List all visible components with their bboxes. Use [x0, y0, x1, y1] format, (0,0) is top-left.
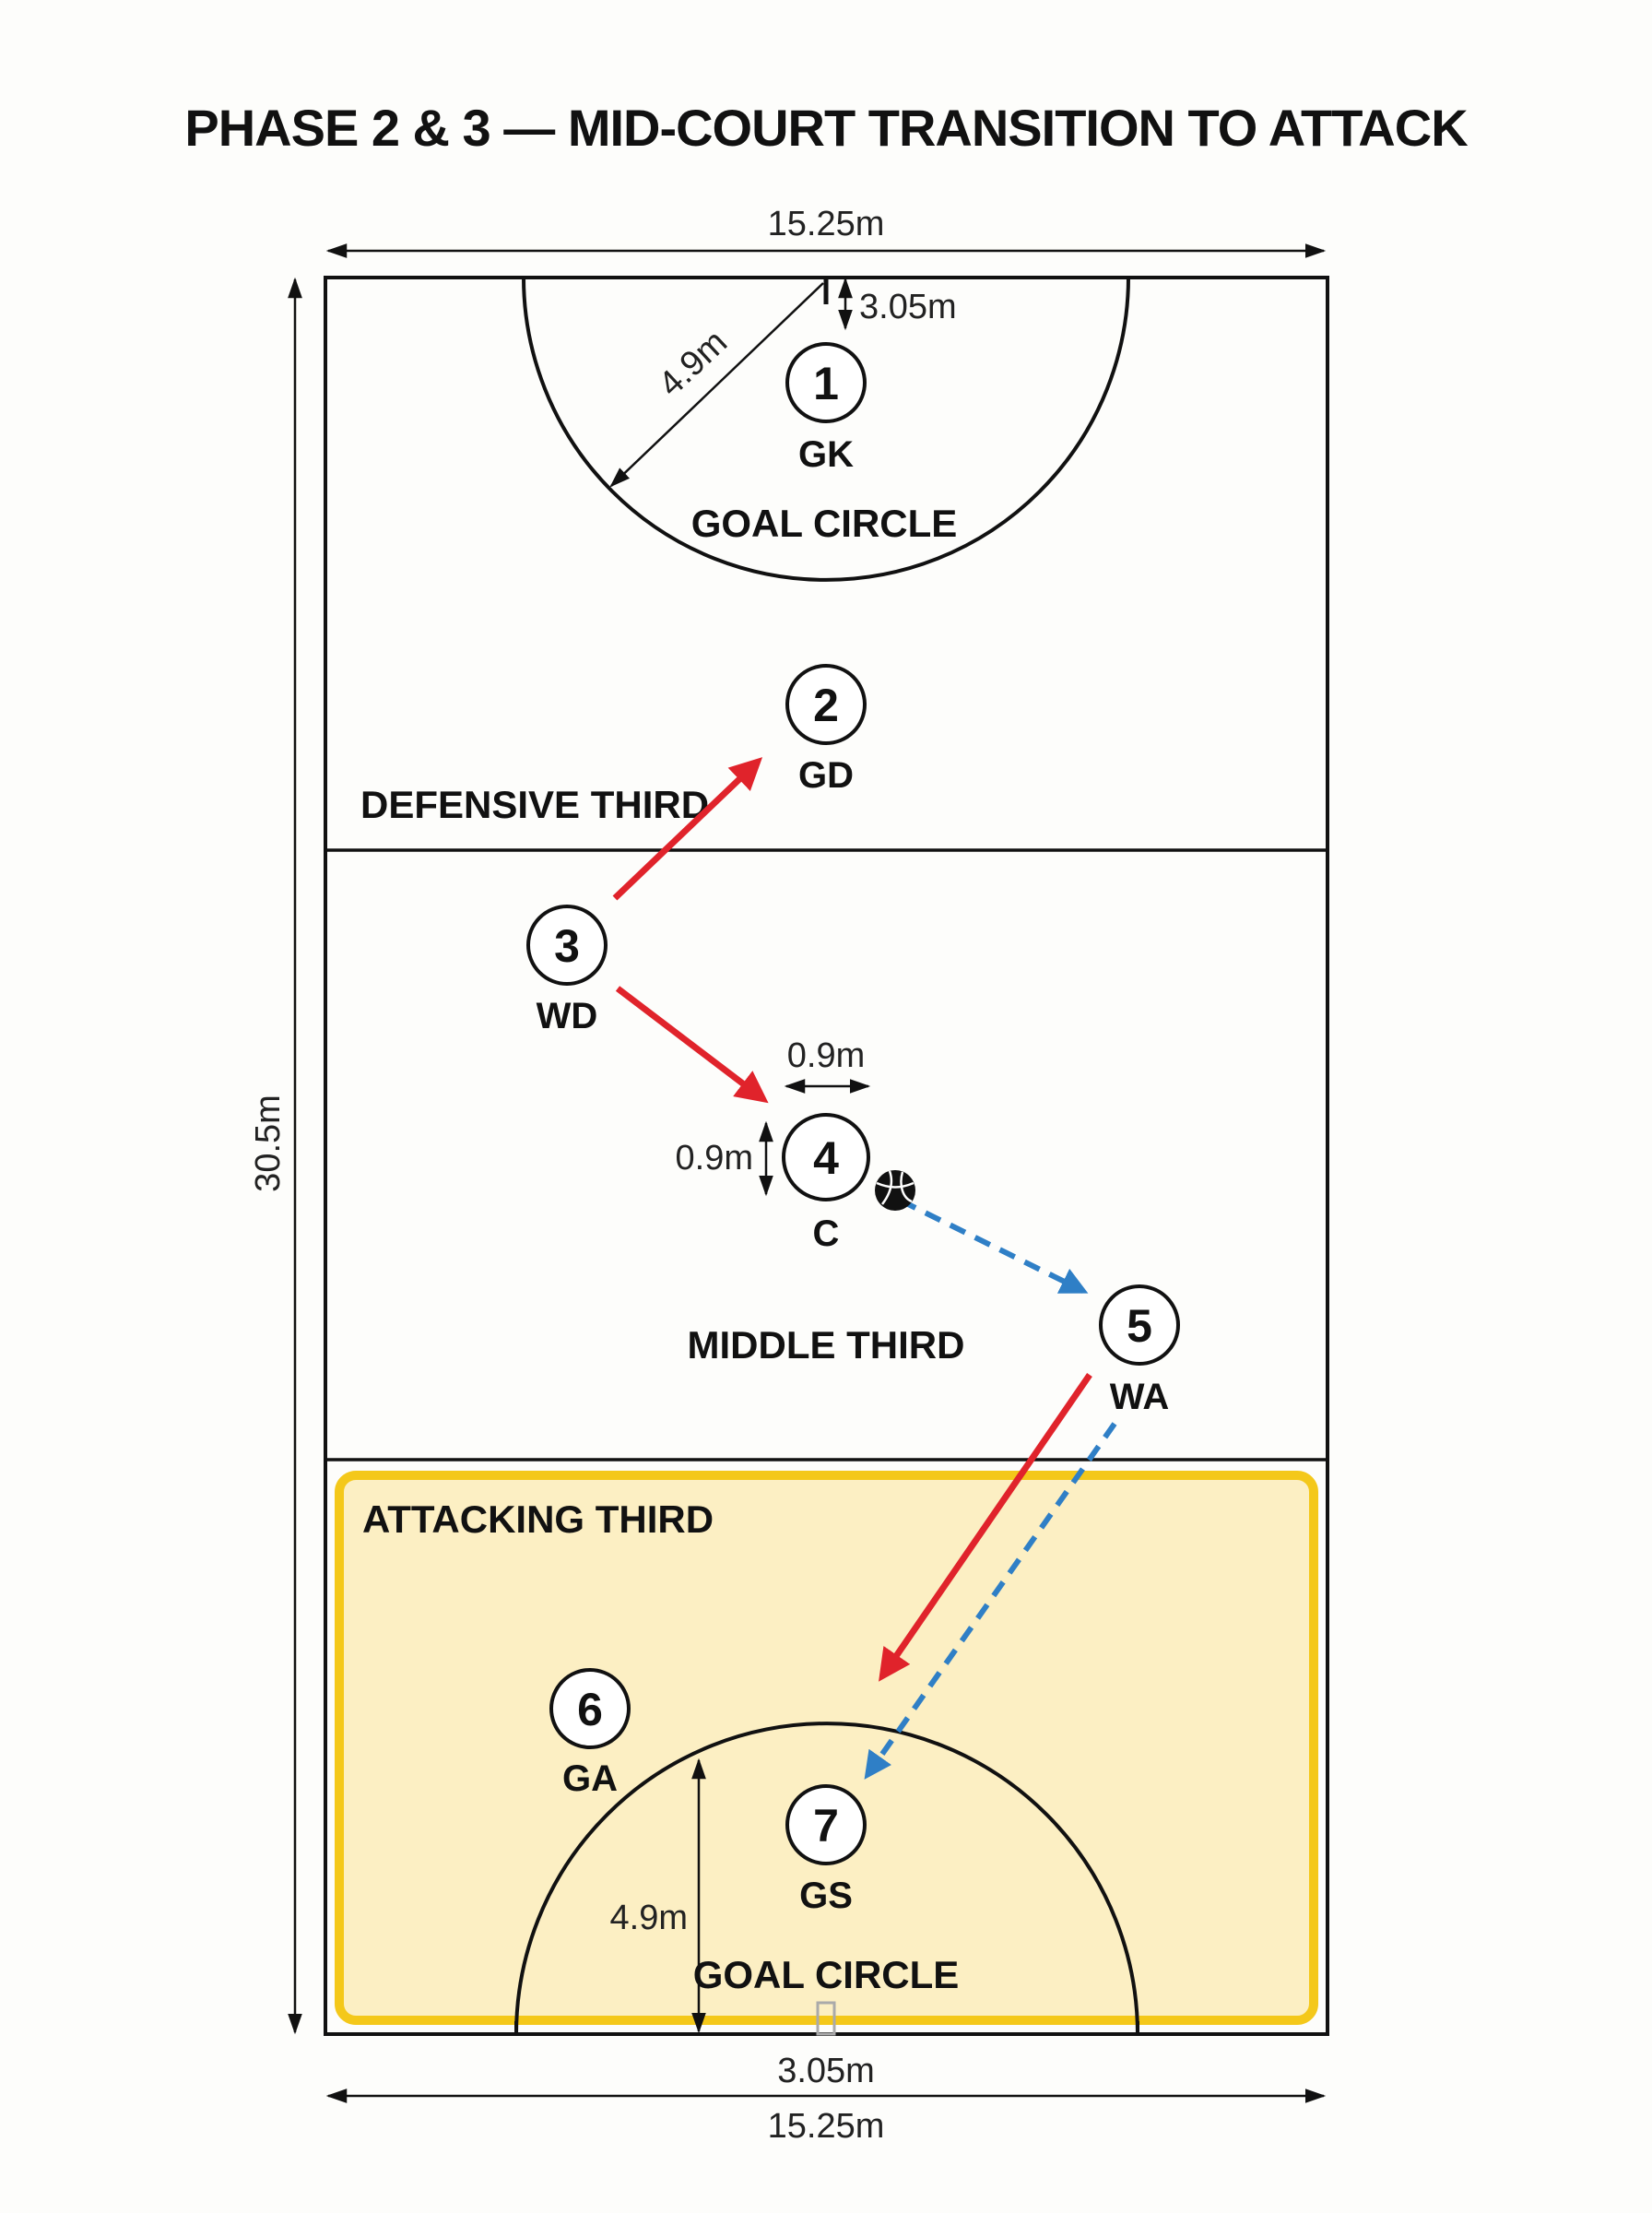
- player-gs: 7 GS: [785, 1784, 867, 1916]
- player-wd: 3 WD: [526, 905, 608, 1036]
- player-position: WD: [537, 996, 598, 1036]
- attacking-third-highlight: [335, 1471, 1318, 2025]
- player-number: 7: [813, 1800, 839, 1852]
- player-ga: 6 GA: [549, 1668, 631, 1799]
- attacking-third-label: ATTACKING THIRD: [362, 1497, 714, 1541]
- top-goal-offset-label: 3.05m: [859, 288, 957, 326]
- player-number: 5: [1127, 1300, 1152, 1352]
- player-space-horizontal-label: 0.9m: [787, 1036, 865, 1075]
- wd-to-gd-movement-arrow: [612, 757, 763, 901]
- player-position: GD: [798, 755, 854, 796]
- player-position: GS: [799, 1876, 853, 1916]
- bottom-width-label: 15.25m: [768, 2107, 885, 2146]
- player-position: C: [813, 1213, 840, 1254]
- player-number: 1: [813, 358, 839, 409]
- player-marker: [549, 1668, 631, 1749]
- top-goal-circle-label: GOAL CIRCLE: [691, 502, 958, 545]
- player-marker: [785, 342, 867, 423]
- wa-drive-movement-arrow: [879, 1373, 1092, 1682]
- player-marker: [785, 1784, 867, 1865]
- bottom-goal-circle: [514, 1722, 1139, 2034]
- wd-to-c-movement-arrow: [615, 986, 769, 1104]
- player-gd: 2 GD: [785, 664, 867, 796]
- c-to-wa-pass-arrow: [899, 1198, 1089, 1294]
- middle-third-label: MIDDLE THIRD: [688, 1323, 965, 1367]
- player-number: 6: [577, 1684, 603, 1735]
- player-position: GA: [562, 1758, 618, 1799]
- player-number: 3: [554, 920, 580, 972]
- player-position: GK: [798, 434, 854, 475]
- court-length-label: 30.5m: [249, 1095, 288, 1192]
- bottom-goal-offset-label: 3.05m: [777, 2052, 875, 2090]
- netball-icon: [875, 1170, 915, 1211]
- defensive-third-label: DEFENSIVE THIRD: [360, 783, 709, 826]
- top-goal-circle: [522, 277, 1130, 582]
- bottom-radius-label: 4.9m: [610, 1899, 688, 1937]
- player-c: 4 C: [782, 1113, 870, 1254]
- player-gk: 1 GK: [785, 342, 867, 475]
- diagram-title: PHASE 2 & 3 — MID-COURT TRANSITION TO AT…: [184, 99, 1468, 157]
- player-number: 4: [813, 1132, 839, 1184]
- wa-to-gs-pass-arrow: [864, 1422, 1117, 1780]
- player-marker: [1099, 1284, 1180, 1366]
- player-marker: [782, 1113, 870, 1201]
- player-position: WA: [1110, 1377, 1169, 1417]
- player-space-vertical-label: 0.9m: [676, 1139, 753, 1178]
- player-wa: 5 WA: [1099, 1284, 1180, 1417]
- player-number: 2: [813, 680, 839, 731]
- bottom-goal-post: [816, 2001, 836, 2036]
- top-radius-label: 4.9m: [652, 323, 735, 404]
- top-width-label: 15.25m: [768, 205, 885, 243]
- bottom-goal-circle-label: GOAL CIRCLE: [693, 1953, 960, 1996]
- player-marker: [785, 664, 867, 745]
- top-radius-dimension-line: [609, 282, 824, 488]
- player-marker: [526, 905, 608, 986]
